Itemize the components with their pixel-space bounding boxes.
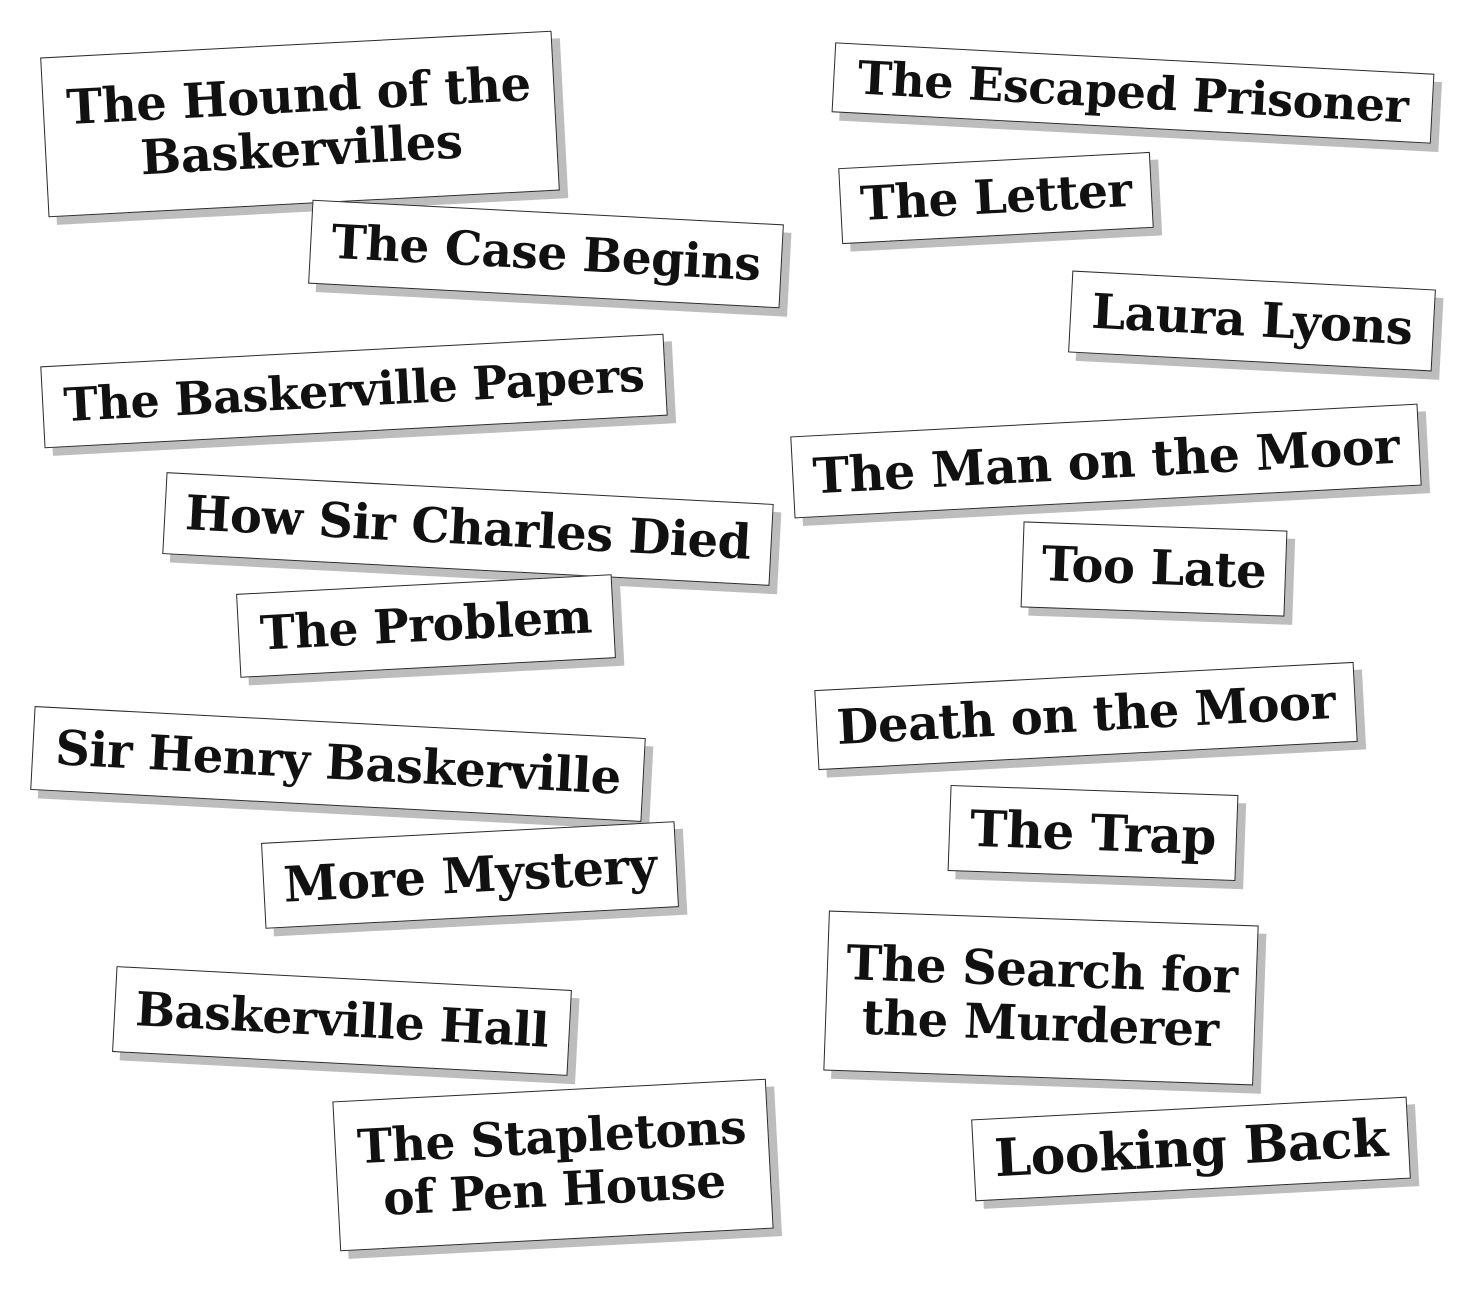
chapter-card-title: Laura Lyons [1090,283,1414,357]
chapter-card-title: How Sir Charles Died [183,485,753,571]
chapter-card-title: The Letter [858,162,1133,232]
chapter-card-the-trap: The Trap [947,785,1239,881]
chapter-card-title: The Case Begins [330,214,762,292]
chapter-card-title: More Mystery [282,835,658,914]
chapter-card-title: Baskerville Hall [134,981,550,1059]
chapter-card-death-on-the-moor: Death on the Moor [814,661,1358,771]
chapter-card-title: The Man on the Moor [811,416,1401,505]
chapter-card-how-sir-charles-died: How Sir Charles Died [162,472,774,586]
chapter-card-title: Too Late [1040,536,1268,600]
chapter-card-the-problem: The Problem [236,574,616,678]
chapter-card-title: The Baskerville Papers [62,347,646,433]
chapter-card-looking-back: Looking Back [971,1096,1411,1202]
chapter-card-the-letter: The Letter [838,151,1154,245]
chapter-card-the-case-begins: The Case Begins [308,199,784,309]
chapter-card-the-baskerville-papers: The Baskerville Papers [40,333,668,449]
chapter-card-title: Death on the Moor [835,674,1337,757]
chapter-card-title: Sir Henry Baskerville [53,720,623,806]
chapter-card-the-man-on-the-moor: The Man on the Moor [790,403,1422,519]
chapter-card-the-escaped-prisoner: The Escaped Prisoner [831,42,1435,144]
chapter-card-title: The Escaped Prisoner [856,50,1410,134]
chapter-card-sir-henry-baskerville: Sir Henry Baskerville [30,706,646,822]
chapter-card-title: The Search for the Murderer [845,935,1239,1059]
chapter-card-title: The Hound of the Baskervilles [65,56,532,187]
chapter-card-hound-of-the-baskervilles: The Hound of the Baskervilles [40,30,560,218]
chapter-card-baskerville-hall: Baskerville Hall [112,966,572,1076]
chapter-card-title: The Stapletons of Pen House [355,1100,748,1227]
chapter-card-title: Looking Back [992,1107,1389,1190]
chapter-card-title: The Problem [258,588,594,662]
chapter-card-the-stapletons-of-pen-house: The Stapletons of Pen House [332,1078,774,1252]
chapter-card-the-search-for-the-murderer: The Search for the Murderer [823,910,1259,1086]
chapter-card-laura-lyons: Laura Lyons [1068,270,1436,372]
chapter-card-more-mystery: More Mystery [261,821,679,929]
chapter-card-too-late: Too Late [1020,521,1288,617]
chapter-card-title: The Trap [969,798,1218,867]
